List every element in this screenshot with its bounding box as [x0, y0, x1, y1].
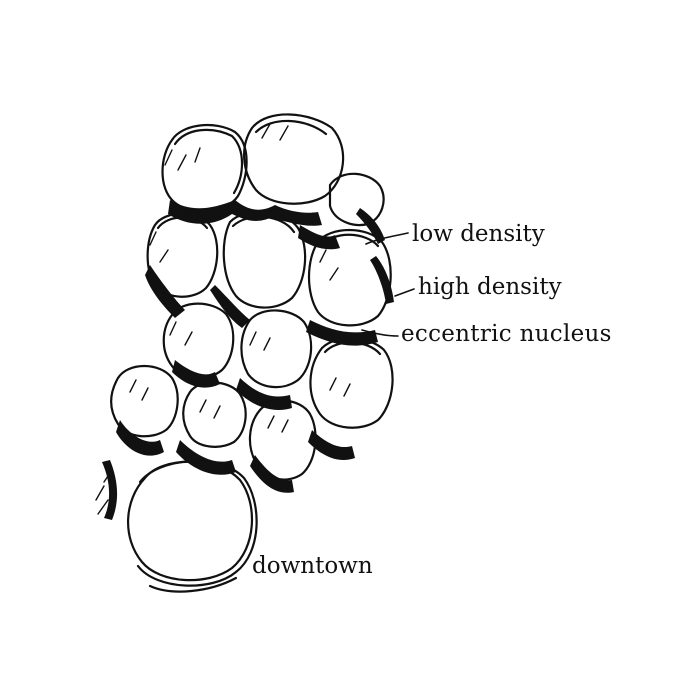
pointer-eccentric-nucleus — [361, 329, 399, 337]
cell-center-2 — [240, 309, 313, 389]
cell-right-2 — [309, 337, 394, 429]
cell-top-left — [161, 124, 248, 213]
hatching-strokes — [95, 123, 351, 515]
label-pointers — [361, 232, 415, 337]
pointer-high-density — [394, 288, 415, 297]
cell-upper-right-small — [328, 172, 385, 227]
cell-lower-left — [110, 365, 179, 438]
dense-ink-between-cells — [102, 200, 394, 520]
label-high-density: high density — [418, 274, 562, 300]
cell-center — [222, 210, 307, 309]
neighborhood-cells[interactable] — [110, 113, 394, 593]
cell-mid-left — [146, 212, 219, 298]
cell-right-low-density — [308, 229, 392, 327]
cell-top-right — [243, 113, 345, 205]
cell-lower-right — [248, 399, 317, 481]
cell-lower-mid — [182, 381, 247, 448]
label-downtown: downtown — [252, 553, 373, 579]
pointer-low-density — [365, 232, 409, 245]
cell-left-2 — [162, 302, 235, 379]
label-eccentric-nucleus: eccentric nucleus — [401, 321, 612, 347]
cell-downtown — [127, 460, 254, 582]
label-low-density: low density — [412, 221, 545, 247]
